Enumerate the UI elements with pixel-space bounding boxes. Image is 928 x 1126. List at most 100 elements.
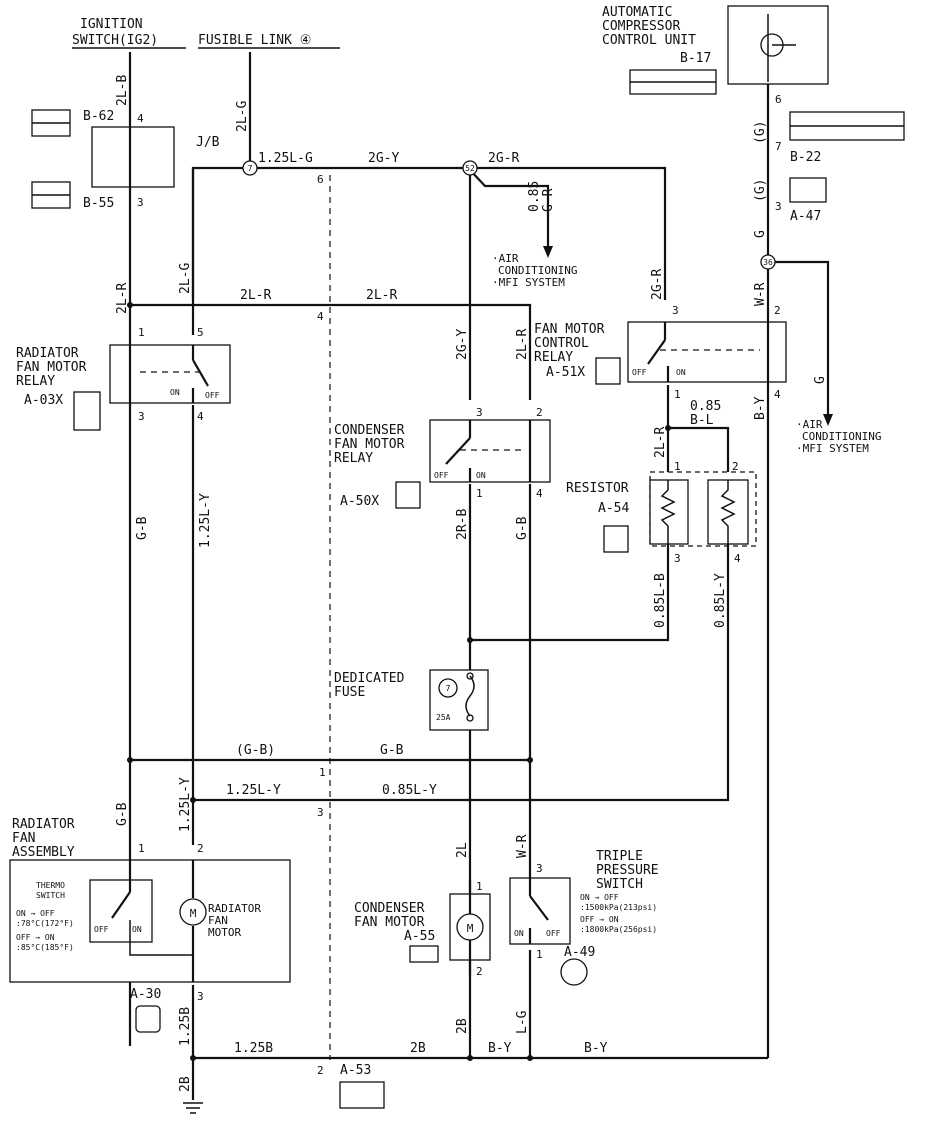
junction-dot bbox=[190, 1055, 196, 1061]
triple-pressure-switch: TRIPLE PRESSURE SWITCH ON → OFF :1500kPa… bbox=[509, 849, 659, 945]
svg-text:SWITCH(IG2): SWITCH(IG2) bbox=[72, 33, 158, 48]
svg-text:ON → OFF: ON → OFF bbox=[580, 893, 619, 902]
resistor-icon bbox=[660, 480, 676, 544]
svg-text:M: M bbox=[190, 907, 197, 920]
junction-dot bbox=[527, 757, 533, 763]
pin-label: 3 bbox=[672, 304, 679, 317]
pin-label: 2 bbox=[536, 406, 543, 419]
wire-label: B-L bbox=[690, 413, 714, 428]
pin-label: 3 bbox=[317, 806, 324, 819]
connector-a55: A-55 bbox=[404, 929, 435, 944]
fan-motor-control-relay: FAN MOTOR CONTROL RELAY OFF ON bbox=[534, 321, 787, 383]
wire-label: 2G-Y bbox=[368, 151, 399, 166]
pin-label: 1 bbox=[674, 388, 681, 401]
svg-text:FAN: FAN bbox=[12, 831, 35, 846]
svg-text:FAN MOTOR: FAN MOTOR bbox=[334, 437, 405, 452]
svg-text:AUTOMATIC: AUTOMATIC bbox=[602, 5, 672, 20]
wire-label: G bbox=[753, 230, 768, 238]
arrow-ac-mfi-right bbox=[823, 414, 833, 426]
connector-icon bbox=[31, 109, 71, 209]
fusible-link-label: FUSIBLE LINK ④ bbox=[198, 33, 340, 49]
svg-text:FUSE: FUSE bbox=[334, 685, 365, 700]
pin-label: 6 bbox=[317, 173, 324, 186]
wire-label: G-B bbox=[115, 802, 130, 826]
arrow-ac-mfi-left bbox=[543, 246, 553, 258]
ac-mfi-label-right: ·AIR CONDITIONING ·MFI SYSTEM bbox=[796, 418, 881, 455]
condenser-fan-motor: CONDENSER FAN MOTOR A-55 M bbox=[354, 880, 491, 975]
fuse-icon bbox=[465, 675, 475, 717]
pin-label: 1 bbox=[319, 766, 326, 779]
pin-label: 4 bbox=[317, 310, 324, 323]
motor-icon bbox=[179, 898, 207, 926]
wire-label: 2R-B bbox=[455, 509, 470, 540]
svg-text:RELAY: RELAY bbox=[334, 451, 373, 466]
connector-icon bbox=[409, 945, 439, 963]
svg-text:CONDITIONING: CONDITIONING bbox=[498, 264, 577, 277]
pin-label: 3 bbox=[138, 410, 145, 423]
junction-dot bbox=[127, 302, 133, 308]
connector-icon bbox=[603, 525, 629, 553]
relay-contact-icon bbox=[647, 339, 666, 365]
svg-text:CONTROL UNIT: CONTROL UNIT bbox=[602, 33, 696, 48]
connector-a49: A-49 bbox=[564, 945, 595, 960]
pin-label: 1 bbox=[674, 460, 681, 473]
svg-text:THERMO: THERMO bbox=[36, 881, 65, 890]
connector-b22: B-22 bbox=[790, 150, 821, 165]
pin-label: 1 bbox=[476, 880, 483, 893]
svg-text:7: 7 bbox=[446, 684, 451, 693]
svg-text:MOTOR: MOTOR bbox=[208, 926, 241, 939]
svg-text:·MFI SYSTEM: ·MFI SYSTEM bbox=[796, 442, 869, 455]
svg-text:OFF: OFF bbox=[546, 929, 561, 938]
pin-label: 7 bbox=[775, 140, 782, 153]
wire-2lr-horizontal bbox=[130, 303, 532, 400]
splices: 7 5 2 3 6 bbox=[127, 160, 776, 1061]
wire-ly-horizontal bbox=[193, 560, 730, 802]
svg-text:DEDICATED: DEDICATED bbox=[334, 671, 405, 686]
pin-label: 3 bbox=[137, 196, 144, 209]
junction-dot bbox=[527, 1055, 533, 1061]
svg-text:·AIR: ·AIR bbox=[796, 418, 823, 431]
svg-text:ASSEMBLY: ASSEMBLY bbox=[12, 845, 75, 860]
resistor-icon bbox=[720, 480, 736, 544]
svg-text:OFF: OFF bbox=[205, 391, 220, 400]
pin-label: 5 bbox=[197, 326, 204, 339]
splice-36 bbox=[760, 254, 776, 270]
pin-label: 3 bbox=[674, 552, 681, 565]
svg-text:B-17: B-17 bbox=[680, 51, 711, 66]
wire-label: 2L-R bbox=[240, 288, 271, 303]
svg-text:OFF → ON: OFF → ON bbox=[16, 933, 55, 942]
junction-dot bbox=[190, 797, 196, 803]
svg-text:CONDENSER: CONDENSER bbox=[334, 423, 405, 438]
pressure-contact-icon bbox=[529, 895, 549, 921]
wire-label: 1.25L-Y bbox=[226, 783, 281, 798]
svg-text:RELAY: RELAY bbox=[16, 374, 55, 389]
radiator-fan-assembly: RADIATOR FAN ASSEMBLY THERMO SWITCH ON →… bbox=[9, 817, 291, 983]
wire-labels: 2L-B 2L-G 1.25L-G 2G-Y 2G-R 0.85 G-R 2L-… bbox=[115, 75, 828, 1092]
junction-dot bbox=[467, 637, 473, 643]
wire-label: 0.85L-Y bbox=[382, 783, 437, 798]
splice-7 bbox=[242, 160, 258, 176]
svg-text:FAN: FAN bbox=[208, 914, 228, 927]
wire-label: B-Y bbox=[584, 1041, 608, 1056]
svg-text::1500kPa(213psi): :1500kPa(213psi) bbox=[580, 903, 657, 912]
radiator-fan-motor-relay: RADIATOR FAN MOTOR RELAY ON OFF bbox=[16, 344, 231, 404]
wire-label: (G) bbox=[753, 179, 768, 202]
svg-text:ON → OFF: ON → OFF bbox=[16, 909, 55, 918]
pin-label: 1 bbox=[138, 842, 145, 855]
connector-icon bbox=[789, 111, 905, 203]
wire-label: W-R bbox=[515, 834, 530, 858]
svg-text:RADIATOR: RADIATOR bbox=[208, 902, 261, 915]
connector-icon bbox=[595, 357, 621, 385]
pin-label: 2 bbox=[197, 842, 204, 855]
wire-085gr-branch bbox=[469, 169, 550, 250]
wire-top-bus bbox=[191, 166, 667, 300]
svg-text:RADIATOR: RADIATOR bbox=[16, 346, 79, 361]
ac-mfi-label-left: ·AIR CONDITIONING ·MFI SYSTEM bbox=[492, 252, 577, 289]
pin-label: 3 bbox=[775, 200, 782, 213]
pin-label: 4 bbox=[774, 388, 781, 401]
pin-label: 3 bbox=[197, 990, 204, 1003]
wire-label: B-Y bbox=[488, 1041, 512, 1056]
ignition-switch-label: IGNITION SWITCH(IG2) bbox=[72, 17, 186, 49]
wire-g-branch-right bbox=[768, 260, 830, 418]
